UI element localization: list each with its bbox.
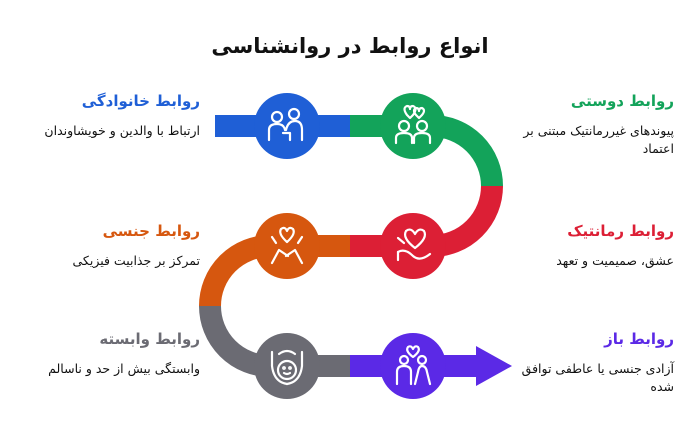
held-face-icon bbox=[270, 349, 304, 386]
node-friendship bbox=[380, 93, 446, 159]
open-description: آزادی جنسی یا عاطفی توافق شده bbox=[521, 361, 674, 394]
dependent-heading: روابط وابسته bbox=[99, 330, 200, 348]
couple-heart-icon bbox=[395, 345, 432, 386]
open-heading: روابط باز bbox=[604, 330, 674, 348]
romantic-heading: روابط رمانتیک bbox=[567, 222, 674, 240]
arrow-head-icon bbox=[476, 346, 512, 386]
friendship-description: پیوندهای غیررمانتیک مبتنی بر اعتماد bbox=[523, 123, 674, 156]
node-dependent bbox=[254, 333, 320, 399]
dependent-block: روابط وابسته وابستگی بیش از حد و ناسالم bbox=[30, 330, 200, 378]
romantic-block: روابط رمانتیک عشق، صمیمیت و تعهد bbox=[504, 222, 674, 270]
sexual-block: روابط جنسی تمرکز بر جذابیت فیزیکی bbox=[30, 222, 200, 270]
romantic-description: عشق، صمیمیت و تعهد bbox=[556, 253, 674, 268]
hands-heart-icon bbox=[270, 226, 304, 265]
open-block: روابط باز آزادی جنسی یا عاطفی توافق شده bbox=[504, 330, 674, 396]
family-block: روابط خانوادگی ارتباط با والدین و خویشاو… bbox=[30, 92, 200, 140]
friends-icon bbox=[394, 104, 432, 145]
node-open bbox=[380, 333, 446, 399]
family-description: ارتباط با والدین و خویشاوندان bbox=[44, 123, 200, 138]
page-title: انواع روابط در روانشناسی bbox=[211, 34, 489, 58]
sexual-description: تمرکز بر جذابیت فیزیکی bbox=[72, 253, 200, 268]
node-sexual bbox=[254, 213, 320, 279]
sexual-heading: روابط جنسی bbox=[102, 222, 200, 240]
dependent-description: وابستگی بیش از حد و ناسالم bbox=[48, 361, 200, 376]
family-heading: روابط خانوادگی bbox=[81, 92, 200, 110]
friendship-heading: روابط دوستی bbox=[570, 92, 674, 110]
family-icon bbox=[267, 107, 304, 142]
heart-in-hand-icon bbox=[396, 228, 432, 262]
friendship-block: روابط دوستی پیوندهای غیررمانتیک مبتنی بر… bbox=[504, 92, 674, 158]
